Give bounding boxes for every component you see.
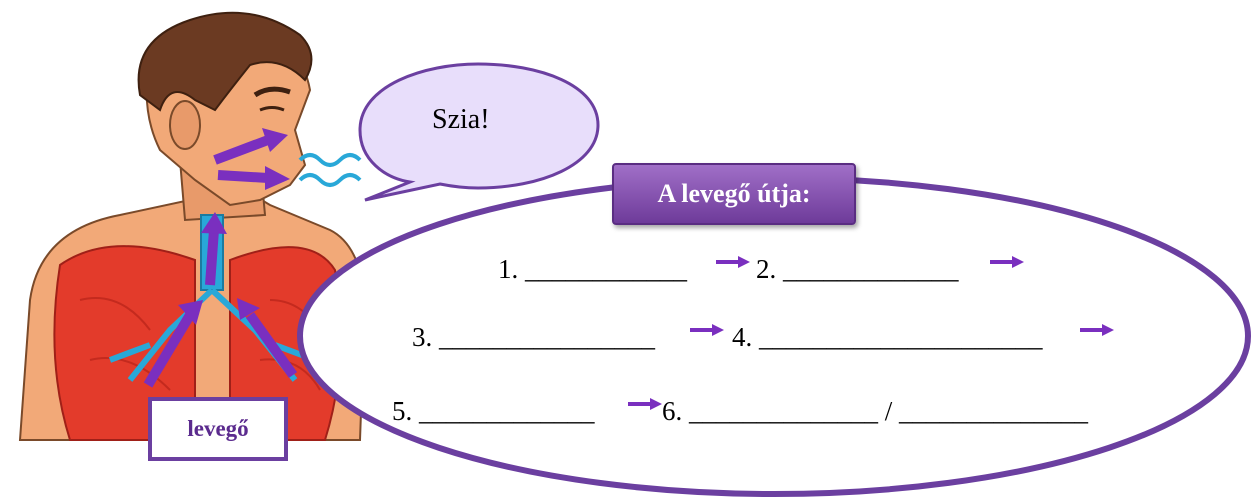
row-1-number-a: 1. bbox=[498, 254, 519, 284]
arrow-right-icon bbox=[690, 324, 724, 336]
row-3-blank-a[interactable]: _____________ bbox=[419, 396, 595, 426]
row-2-blank-b[interactable]: _____________________ bbox=[759, 322, 1043, 352]
airflow-arrows bbox=[143, 128, 298, 388]
row-3: 5. _____________ bbox=[392, 396, 595, 427]
title-text: A levegő útja: bbox=[657, 179, 811, 208]
title-box: A levegő útja: bbox=[612, 163, 856, 225]
row-1: 1. ____________ bbox=[498, 254, 687, 285]
speech-bubble bbox=[358, 62, 600, 202]
row-3-b: 6. ______________ / ______________ bbox=[662, 396, 1088, 427]
row-2: 3. ________________ bbox=[412, 322, 655, 353]
row-3-blank-b[interactable]: ______________ bbox=[689, 396, 878, 426]
row-2-number-b: 4. bbox=[732, 322, 753, 352]
row-1-blank-a[interactable]: ____________ bbox=[525, 254, 687, 284]
arrow-right-icon bbox=[990, 256, 1024, 268]
row-2-b: 4. _____________________ bbox=[732, 322, 1043, 353]
air-label: levegő bbox=[187, 416, 249, 441]
row-1-b: 2. _____________ bbox=[756, 254, 959, 285]
arrow-right-icon bbox=[628, 398, 662, 410]
air-label-box: levegő bbox=[148, 397, 288, 461]
row-3-blank-c[interactable]: ______________ bbox=[899, 396, 1089, 426]
arrow-right-icon bbox=[716, 256, 750, 268]
row-2-blank-a[interactable]: ________________ bbox=[439, 322, 655, 352]
row-3-number-b: 6. bbox=[662, 396, 683, 426]
arrow-right-icon bbox=[1080, 324, 1114, 336]
row-1-blank-b[interactable]: _____________ bbox=[783, 254, 959, 284]
row-3-number-a: 5. bbox=[392, 396, 413, 426]
row-2-number-a: 3. bbox=[412, 322, 433, 352]
row-1-number-b: 2. bbox=[756, 254, 777, 284]
speech-text: Szia! bbox=[432, 104, 490, 135]
row-3-separator: / bbox=[884, 396, 893, 426]
